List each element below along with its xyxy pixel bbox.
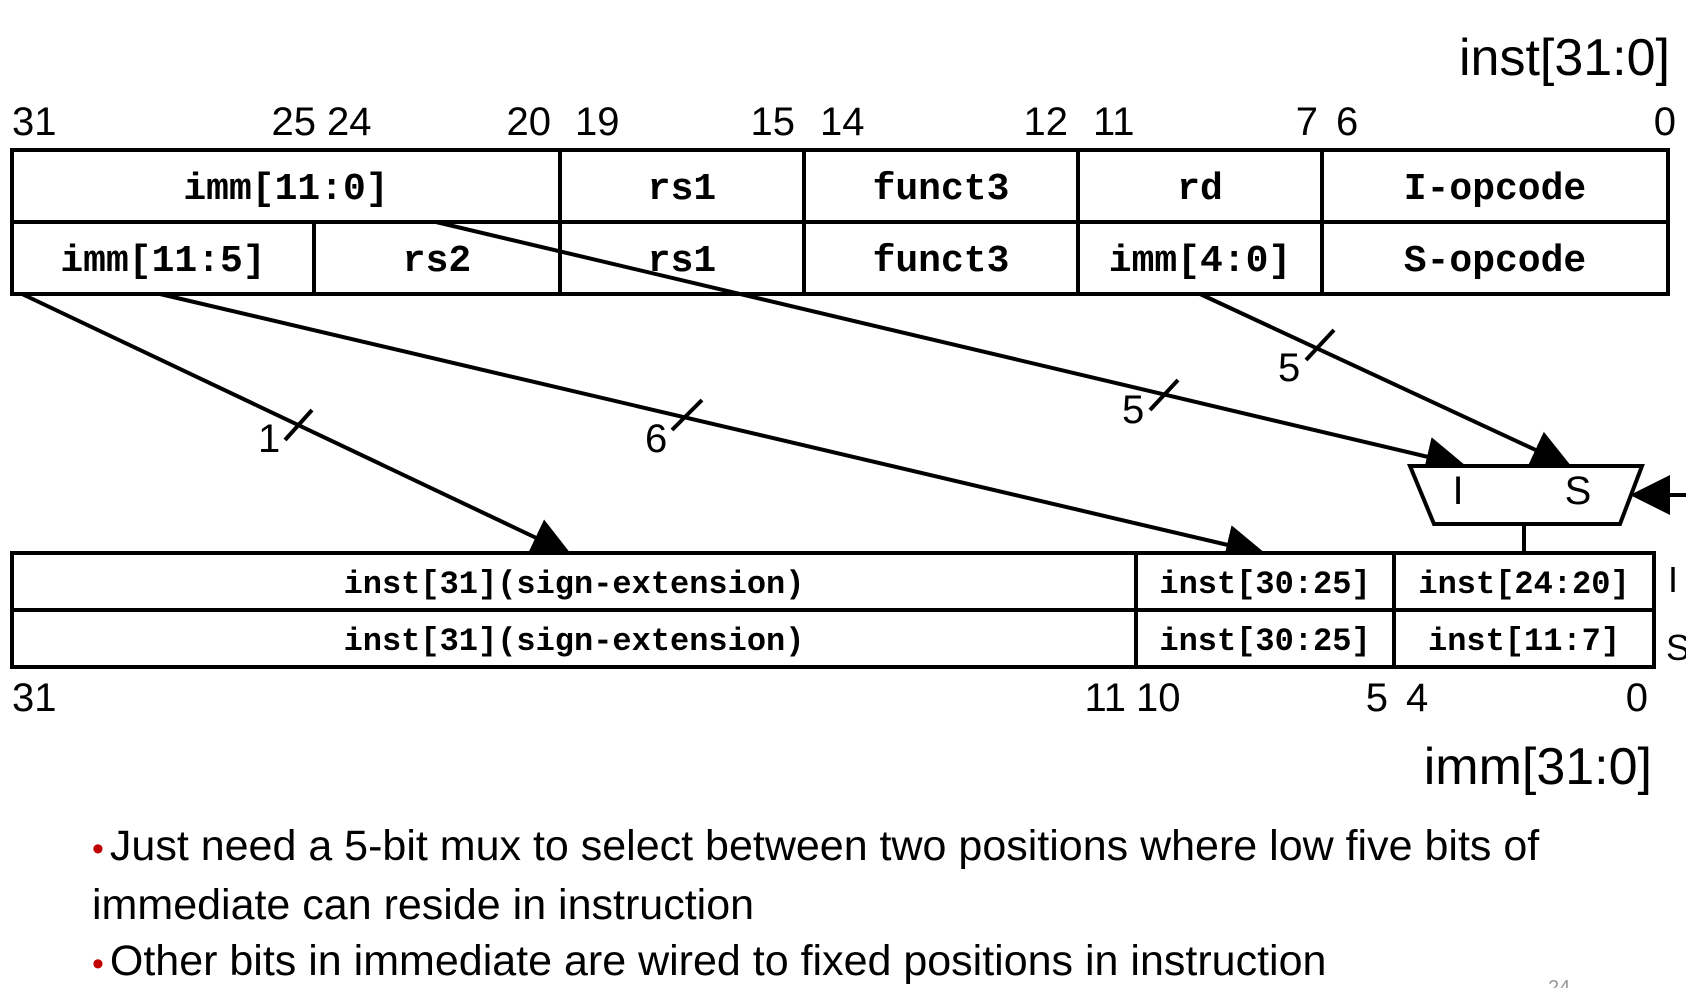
wire-upper-bits bbox=[159, 292, 1266, 565]
inst-bit-0: 0 bbox=[1654, 100, 1676, 144]
mux-5bit: I S bbox=[1407, 464, 1686, 553]
s-field-imm11-5 bbox=[10, 220, 316, 296]
bullet-text-1: Just need a 5-bit mux to select between … bbox=[92, 822, 1540, 929]
imm-bit-4: 4 bbox=[1406, 676, 1428, 720]
inst-bit-12: 12 bbox=[1024, 100, 1069, 144]
inst-bit-25: 25 bbox=[272, 100, 317, 144]
bullet-text-2: Other bits in immediate are wired to fix… bbox=[109, 937, 1327, 985]
s-field-funct3 bbox=[802, 220, 1080, 296]
s-label-imm4-0: imm[4:0] bbox=[1109, 240, 1291, 283]
i-label-opcode: I-opcode bbox=[1404, 168, 1586, 211]
s-format-row: imm[11:5] rs2 rs1 funct3 imm[4:0] S-opco… bbox=[10, 220, 1670, 296]
bullet-list: •Just need a 5-bit mux to select between… bbox=[92, 818, 1652, 992]
imm-i-row-tag: I bbox=[1668, 559, 1678, 600]
s-label-rs2: rs2 bbox=[403, 240, 471, 283]
imm-i-label-24-20: inst[24:20] bbox=[1418, 566, 1629, 603]
mux-input-i: I bbox=[1452, 469, 1463, 513]
inst-bit-14: 14 bbox=[820, 100, 865, 144]
wire-upper-bits-slash bbox=[670, 398, 704, 432]
inst-bit-labels: 31 25 24 20 19 15 14 12 11 7 6 0 bbox=[12, 100, 1676, 144]
imm-s-row: inst[31](sign-extension) inst[30:25] ins… bbox=[10, 608, 1686, 669]
s-label-opcode: S-opcode bbox=[1404, 240, 1586, 283]
imm-s-sign-ext bbox=[10, 608, 1138, 669]
i-field-imm11-0 bbox=[10, 148, 562, 224]
imm-bit-labels: 31 11 10 5 4 0 bbox=[12, 676, 1648, 720]
s-label-funct3: funct3 bbox=[873, 240, 1010, 283]
wire-s-low-bits-slash bbox=[1304, 328, 1336, 362]
bullet-item-2: •Other bits in immediate are wired to fi… bbox=[92, 933, 1652, 992]
s-field-imm4-0 bbox=[1076, 220, 1324, 296]
mux-body bbox=[1407, 464, 1645, 526]
i-label-rd: rd bbox=[1177, 168, 1223, 211]
bullet-dot-1: • bbox=[92, 830, 104, 868]
wire-i-low-bits-slash bbox=[1148, 378, 1180, 412]
imm-bit-5: 5 bbox=[1366, 676, 1388, 720]
wire-sign-bit-width: 1 bbox=[258, 417, 280, 461]
inst-title: inst[31:0] bbox=[1459, 29, 1670, 87]
inst-bit-7: 7 bbox=[1296, 100, 1318, 144]
s-label-imm11-5: imm[11:5] bbox=[60, 240, 265, 283]
wire-i-low-bits bbox=[435, 220, 1466, 477]
imm-i-inst24-20 bbox=[1392, 551, 1656, 612]
imm-bit-10: 10 bbox=[1136, 676, 1181, 720]
s-field-rs2 bbox=[312, 220, 562, 296]
inst-bit-6: 6 bbox=[1336, 100, 1358, 144]
imm-bit-31: 31 bbox=[12, 676, 57, 720]
inst-bit-11: 11 bbox=[1093, 100, 1135, 144]
inst-bit-31: 31 bbox=[12, 100, 57, 144]
imm-s-label-sign-ext: inst[31](sign-extension) bbox=[344, 623, 805, 660]
wire-sign-bit-slash bbox=[283, 408, 314, 442]
imm-s-label-30-25: inst[30:25] bbox=[1159, 623, 1370, 660]
inst-bit-15: 15 bbox=[751, 100, 796, 144]
s-field-opcode bbox=[1320, 220, 1670, 296]
imm-i-label-sign-ext: inst[31](sign-extension) bbox=[344, 566, 805, 603]
mux-input-s: S bbox=[1565, 469, 1592, 513]
imm-i-label-30-25: inst[30:25] bbox=[1159, 566, 1370, 603]
i-label-imm11-0: imm[11:0] bbox=[183, 168, 388, 211]
i-label-funct3: funct3 bbox=[873, 168, 1010, 211]
inst-bit-19: 19 bbox=[575, 100, 620, 144]
i-field-funct3 bbox=[802, 148, 1080, 224]
i-label-rs1: rs1 bbox=[648, 168, 716, 211]
imm-s-inst11-7 bbox=[1392, 608, 1656, 669]
wire-s-low-bits bbox=[1199, 292, 1572, 468]
imm-i-row: inst[31](sign-extension) inst[30:25] ins… bbox=[10, 551, 1678, 612]
imm-s-row-tag: S bbox=[1666, 627, 1686, 668]
i-format-row: imm[11:0] rs1 funct3 rd I-opcode bbox=[10, 148, 1670, 224]
i-field-opcode bbox=[1320, 148, 1670, 224]
imm-bit-0: 0 bbox=[1626, 676, 1648, 720]
inst-bit-24: 24 bbox=[327, 100, 372, 144]
imm-title: imm[31:0] bbox=[1424, 738, 1652, 796]
wire-sign-bit bbox=[21, 292, 572, 556]
imm-s-label-11-7: inst[11:7] bbox=[1428, 623, 1620, 660]
inst-bit-20: 20 bbox=[507, 100, 552, 144]
wires: 1 6 5 5 bbox=[21, 220, 1572, 565]
page-number: 24 bbox=[1548, 977, 1570, 988]
imm-bit-11: 11 bbox=[1084, 676, 1126, 720]
bullet-item-1: •Just need a 5-bit mux to select between… bbox=[92, 818, 1652, 933]
wire-i-low-bits-width: 5 bbox=[1122, 388, 1144, 432]
wire-upper-bits-width: 6 bbox=[645, 417, 667, 461]
bullet-dot-2: • bbox=[92, 945, 104, 983]
wire-s-low-bits-width: 5 bbox=[1278, 346, 1300, 390]
